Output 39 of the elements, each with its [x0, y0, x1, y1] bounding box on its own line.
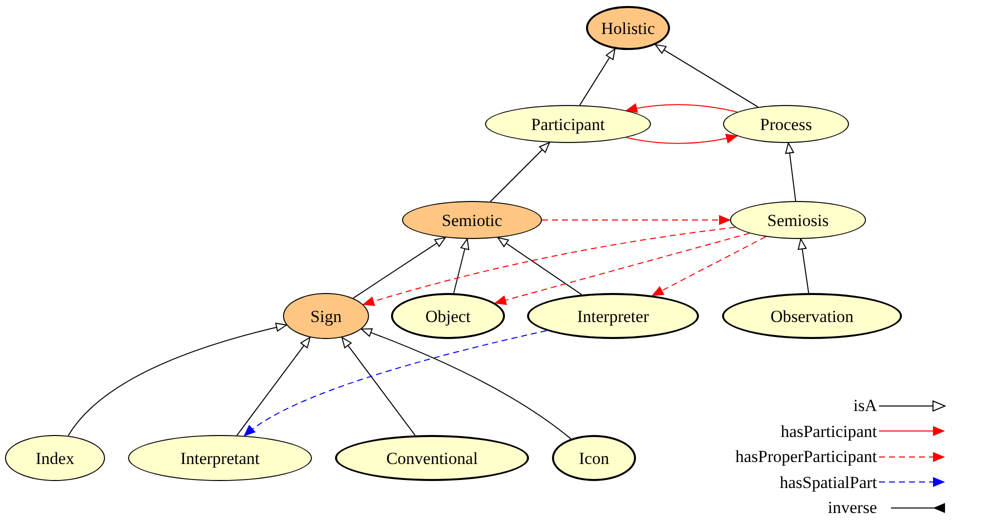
class-name: Object	[425, 308, 471, 324]
legend-label: hasParticipant	[780, 422, 877, 440]
arrow	[579, 48, 616, 106]
legend-label: inverse	[828, 499, 877, 516]
arrow	[236, 336, 311, 436]
arrow	[542, 215, 731, 225]
class-name: Index	[36, 450, 74, 466]
class-name: Observation	[770, 308, 854, 324]
class-ellipse	[723, 105, 849, 143]
arrow	[244, 330, 548, 436]
class-name: Interpretant	[180, 450, 260, 466]
legend-label: hasSpatialPart	[780, 474, 877, 491]
arrow	[341, 336, 416, 436]
class-name: Process	[760, 116, 812, 132]
class-name: Sign	[310, 308, 342, 324]
class-name: Conventional	[386, 450, 478, 466]
arrow	[360, 328, 572, 440]
arrow	[68, 322, 287, 436]
arrow	[626, 134, 738, 144]
arrow	[453, 238, 470, 294]
class-name: Semiotic	[442, 212, 502, 228]
arrow	[490, 142, 550, 202]
class-ellipse	[391, 293, 505, 339]
class-name: Holistic	[601, 20, 655, 36]
class-name: Icon	[578, 450, 610, 466]
arrow	[352, 237, 446, 299]
arrow	[785, 142, 796, 202]
class-name: Interpreter	[577, 308, 649, 324]
arrow	[362, 226, 736, 306]
class-name: Semiosis	[767, 212, 829, 228]
arrow	[494, 232, 750, 305]
legend-label: hasProperParticipant	[735, 448, 877, 466]
legend-label: isA	[853, 397, 877, 414]
arrow	[798, 238, 810, 294]
class-name: Participant	[531, 116, 605, 132]
arrow	[654, 44, 758, 108]
arrow	[497, 237, 582, 296]
arrow	[625, 103, 738, 114]
class-ellipse	[283, 293, 369, 339]
